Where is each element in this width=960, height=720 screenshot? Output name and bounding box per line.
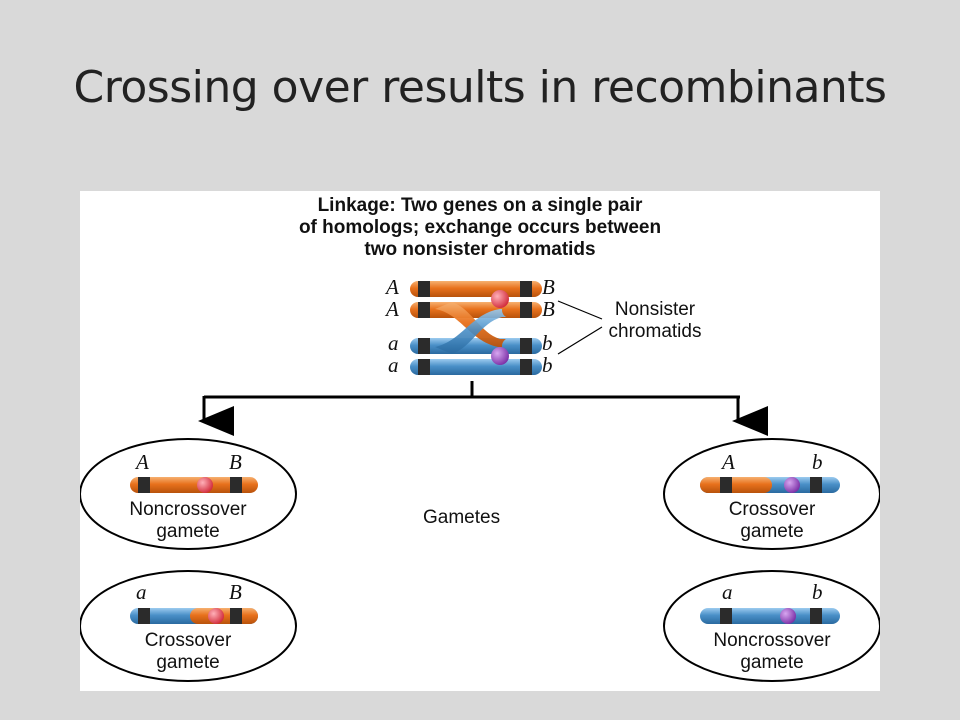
allele-label-right-3: b	[542, 331, 553, 355]
gamete-bottom-right-caption: Noncrossover gamete	[682, 630, 862, 674]
nonsister-chromatids-label: Nonsister chromatids	[590, 299, 720, 343]
nonsister-bracket	[557, 300, 603, 355]
homolog-pair	[410, 281, 542, 375]
allele-label-right-2: B	[542, 297, 555, 321]
gamete-top-right-caption: Crossover gamete	[682, 499, 862, 543]
gamete-ellipse-bottom-left	[80, 570, 297, 682]
gamete-top-right-allele-right: b	[812, 450, 823, 474]
allele-label-left-1: A	[386, 275, 399, 299]
caption-line-2: gamete	[740, 521, 804, 542]
nonsister-label-line-1: Nonsister	[614, 299, 696, 320]
gamete-bottom-right-allele-left: a	[722, 580, 733, 604]
gamete-top-left-caption: Noncrossover gamete	[98, 499, 278, 543]
gamete-ellipse-top-right	[663, 438, 880, 550]
heading-line-3: two nonsister chromatids	[364, 239, 596, 260]
gamete-bottom-left-caption: Crossover gamete	[98, 630, 278, 674]
diagram-graphics	[80, 281, 880, 682]
diagram-heading: Linkage: Two genes on a single pair of h…	[80, 195, 880, 261]
gamete-bottom-left-allele-left: a	[136, 580, 147, 604]
caption-line-1: Noncrossover	[713, 630, 831, 651]
gamete-bottom-right-allele-right: b	[812, 580, 823, 604]
gamete-chromosome-bottom-left	[130, 608, 258, 624]
branch-arrows	[198, 381, 768, 436]
nonsister-label-line-2: chromatids	[608, 321, 702, 342]
gamete-chromosome-top-right	[700, 477, 840, 493]
gamete-chromosome-top-left	[130, 477, 258, 493]
gamete-bottom-left-allele-right: B	[229, 580, 242, 604]
caption-line-1: Crossover	[728, 499, 816, 520]
gametes-label: Gametes	[423, 507, 501, 528]
allele-label-left-4: a	[388, 353, 399, 377]
centromere-purple	[491, 347, 509, 365]
crossover-blue-strand	[435, 309, 520, 354]
caption-line-1: Crossover	[144, 630, 232, 651]
caption-line-2: gamete	[740, 652, 804, 673]
centromere-red	[491, 290, 509, 308]
allele-label-left-2: A	[386, 297, 399, 321]
linkage-diagram-panel: Linkage: Two genes on a single pair of h…	[80, 191, 880, 691]
slide-title: Crossing over results in recombinants	[73, 62, 887, 113]
allele-label-left-3: a	[388, 331, 399, 355]
caption-line-2: gamete	[156, 521, 220, 542]
gamete-top-right-allele-left: A	[722, 450, 735, 474]
gamete-top-left-allele-left: A	[136, 450, 149, 474]
allele-label-right-1: B	[542, 275, 555, 299]
heading-line-2: of homologs; exchange occurs between	[298, 217, 662, 238]
caption-line-2: gamete	[156, 652, 220, 673]
heading-line-1: Linkage: Two genes on a single pair	[317, 195, 643, 216]
gamete-ellipse-top-left	[80, 438, 297, 550]
gamete-top-left-allele-right: B	[229, 450, 242, 474]
gamete-chromosome-bottom-right	[700, 608, 840, 624]
caption-line-1: Noncrossover	[129, 499, 247, 520]
allele-label-right-4: b	[542, 353, 553, 377]
gamete-ellipse-bottom-right	[663, 570, 880, 682]
